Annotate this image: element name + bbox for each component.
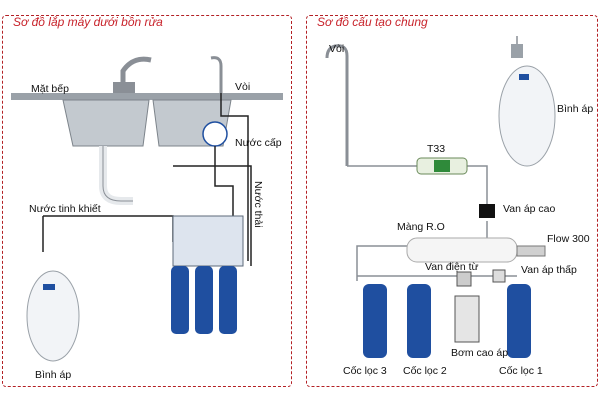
tank-label: Bình áp xyxy=(557,103,593,115)
drain-pipe xyxy=(99,146,133,205)
tank-valve xyxy=(511,44,523,58)
booster-pump-label: Bơm cao áp xyxy=(451,347,508,359)
ro-faucet-icon xyxy=(325,44,349,166)
low-pressure-valve-label: Van áp thấp xyxy=(521,264,577,276)
tank-logo xyxy=(519,74,529,80)
filter-cup-1 xyxy=(507,284,531,358)
tube xyxy=(356,245,407,281)
tank-logo xyxy=(43,284,55,290)
low-pressure-valve xyxy=(492,269,506,283)
filter-cup-2 xyxy=(407,284,431,358)
feed-valve-icon xyxy=(202,121,228,147)
pure-water-label: Nước tinh khiết xyxy=(29,203,101,215)
filter-cup-3-label: Cốc lọc 3 xyxy=(343,365,387,377)
waste-pipe xyxy=(173,165,252,266)
filter-cup-1-label: Cốc lọc 1 xyxy=(499,365,543,377)
feed-water-label: Nước cấp xyxy=(235,137,282,149)
installation-diagram-svg: Mặt bếp Vòi Nước cấp Nước thải Nước tinh… xyxy=(11,56,283,381)
sink-bowl-left xyxy=(62,99,150,147)
filter-cup-3 xyxy=(363,284,387,358)
filter-cup xyxy=(195,266,213,334)
kitchen-faucet xyxy=(120,56,152,93)
structure-diagram-panel: Sơ đồ cấu tạo chung Vòi Bình xyxy=(306,15,598,387)
ro-faucet xyxy=(210,56,223,93)
waste-water-label: Nước thải xyxy=(252,181,264,228)
installation-diagram-title: Sơ đồ lắp máy dưới bồn rửa xyxy=(9,16,167,29)
tank-label: Bình áp xyxy=(35,369,71,381)
pure-pipe-to-faucet xyxy=(220,93,249,261)
counter-label: Mặt bếp xyxy=(31,83,69,95)
solenoid-valve xyxy=(456,271,472,287)
high-pressure-valve xyxy=(479,204,495,218)
flow-label: Flow 300 xyxy=(547,233,590,245)
t33-outlet-tube xyxy=(467,165,488,206)
ro-membrane-housing xyxy=(406,237,518,263)
solenoid-valve-label: Van điện từ xyxy=(425,261,479,273)
filter-cup xyxy=(219,266,237,334)
kitchen-faucet-base xyxy=(113,82,135,93)
installation-diagram-panel: Sơ đồ lắp máy dưới bồn rửa Mặt bếp Vòi xyxy=(2,15,292,387)
ro-membrane-label: Màng R.O xyxy=(397,221,445,233)
countertop xyxy=(11,93,283,100)
ro-unit-frame xyxy=(172,215,244,267)
faucet-label: Vòi xyxy=(235,81,250,93)
booster-pump xyxy=(454,295,480,343)
pressure-tank xyxy=(26,270,80,362)
t33-label: T33 xyxy=(427,143,445,155)
pressure-tank xyxy=(498,65,556,167)
structure-diagram-title: Sơ đồ cấu tạo chung xyxy=(313,16,432,29)
drain-pipe-outline xyxy=(102,146,133,202)
flow-restrictor xyxy=(516,245,546,257)
filter-cup-2-label: Cốc lọc 2 xyxy=(403,365,447,377)
high-pressure-valve-label: Van áp cao xyxy=(503,203,556,215)
filter-cup xyxy=(171,266,189,334)
t33-filter-label-band xyxy=(434,160,450,172)
structure-diagram-svg: Vòi Bình áp T33 Van áp cao Màng R.O Flow… xyxy=(325,36,593,377)
pure-water-pipe xyxy=(42,215,174,252)
faucet-label: Vòi xyxy=(329,43,344,55)
